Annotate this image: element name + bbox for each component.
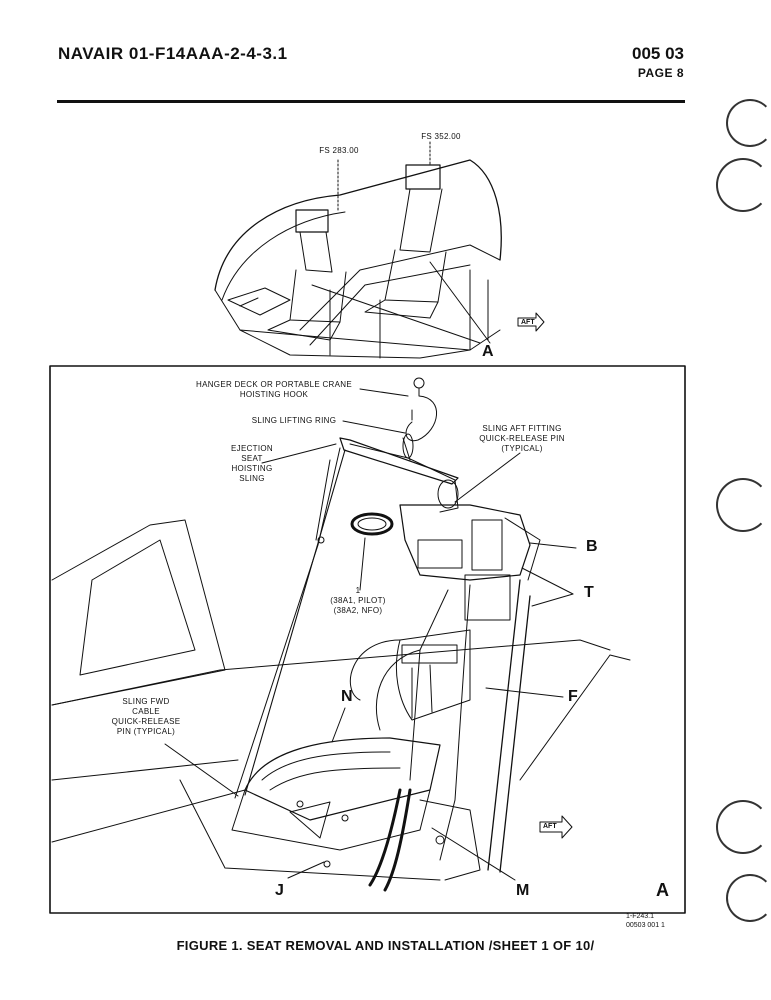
cockpit-overview-drawing [214, 141, 545, 359]
sling-lifting-ring-label: SLING LIFTING RING [251, 416, 337, 425]
figure-ref-line2: 00503 001 1 [626, 922, 665, 929]
seat-detail-drawing [51, 377, 631, 892]
binder-hole-4 [716, 800, 770, 854]
sling-label-line1: EJECTION [231, 444, 273, 453]
binder-hole-2 [716, 158, 770, 212]
sling-label-line3: HOISTING [231, 464, 273, 473]
aft-pin-line1: SLING AFT FITTING [482, 424, 562, 433]
fwd-pin-line3: QUICK-RELEASE [111, 717, 181, 726]
item-1-number: 1 [355, 586, 361, 595]
aft-fitting-pin-label: SLING AFT FITTING QUICK-RELEASE PIN (TYP… [472, 424, 572, 454]
binder-hole-5 [726, 874, 771, 922]
figure-caption: FIGURE 1. SEAT REMOVAL AND INSTALLATION … [176, 938, 595, 953]
ejection-seat-sling-label: EJECTION SEAT HOISTING SLING [226, 444, 278, 484]
fs-rear-label: FS 352.00 [421, 132, 461, 141]
aft-indicator-detail: AFT [543, 823, 557, 830]
aft-pin-line2: QUICK-RELEASE PIN [479, 434, 565, 443]
binder-hole-3 [716, 478, 770, 532]
hoisting-hook-label-line2: HOISTING HOOK [239, 390, 309, 399]
callout-j: J [275, 882, 284, 899]
document-number: NAVAIR 01-F14AAA-2-4-3.1 [58, 44, 288, 63]
callout-b: B [586, 538, 598, 555]
detail-a-letter: A [656, 880, 669, 900]
aft-indicator-top: AFT [521, 319, 535, 326]
detail-a-frame [49, 365, 686, 914]
figure-reference: 1-F243.1 00503 001 1 [626, 912, 665, 930]
aft-pin-line3: (TYPICAL) [501, 444, 543, 453]
section-code: 005 03 [632, 44, 684, 63]
fwd-cable-pin-label: SLING FWD CABLE QUICK-RELEASE PIN (TYPIC… [104, 697, 188, 737]
item-1-label: 1 (38A1, PILOT) (38A2, NFO) [318, 586, 398, 616]
callout-n: N [341, 688, 353, 705]
callout-t: T [584, 584, 594, 601]
detail-a-callout-top: A [482, 343, 494, 360]
fs-front-label: FS 283.00 [319, 146, 359, 155]
item-1-pilot: (38A1, PILOT) [330, 596, 386, 605]
figure-ref-line1: 1-F243.1 [626, 913, 655, 920]
hoisting-hook-label: HANGER DECK OR PORTABLE CRANE HOISTING H… [188, 380, 360, 400]
fwd-pin-line1: SLING FWD [122, 697, 170, 706]
callout-f: F [568, 688, 578, 705]
sling-label-line2: SEAT [241, 454, 263, 463]
sling-label-line4: SLING [239, 474, 265, 483]
callout-m: M [516, 882, 530, 899]
fwd-pin-line2: CABLE [132, 707, 160, 716]
item-1-nfo: (38A2, NFO) [333, 606, 383, 615]
binder-hole-1 [726, 99, 771, 147]
page-number: PAGE 8 [637, 66, 684, 80]
hoisting-hook-label-line1: HANGER DECK OR PORTABLE CRANE [196, 380, 352, 389]
page-info: 005 03 PAGE 8 [600, 44, 684, 80]
header-rule [57, 100, 685, 103]
fwd-pin-line4: PIN (TYPICAL) [116, 727, 176, 736]
